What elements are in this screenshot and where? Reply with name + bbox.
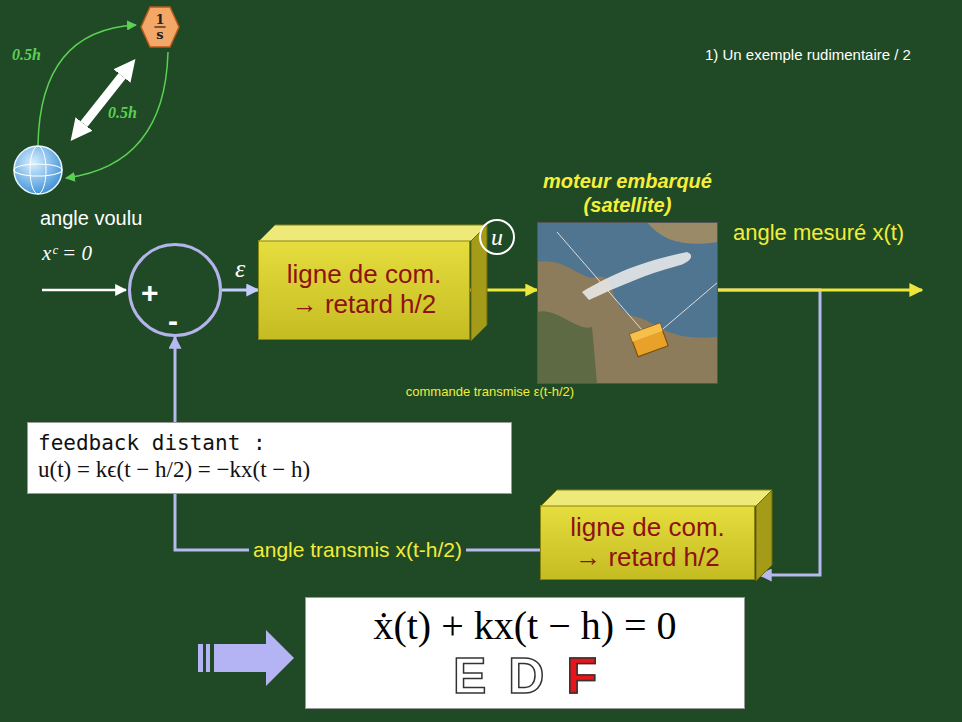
delay-value: 0.5h xyxy=(108,104,137,122)
sign-symbol: + xyxy=(141,278,159,308)
satellite-motor: moteur embarqué (satellite) xyxy=(537,222,718,384)
error-signal-line xyxy=(222,289,258,292)
delay-block: ligne de com. → retard h/2 xyxy=(258,240,470,340)
arrow-bar xyxy=(198,644,203,672)
satellite-body xyxy=(630,323,668,356)
satellite-box xyxy=(630,323,668,356)
block-heading: moteur embarqué (satellite) xyxy=(498,169,757,217)
edge-label: angle transmis x(t-h/2) xyxy=(249,537,466,562)
implication-arrow xyxy=(198,630,294,686)
output-arrow xyxy=(718,289,922,292)
signal-name: u xyxy=(491,225,503,249)
edge-label: ε xyxy=(231,256,249,282)
integrator-hexagon: 1 s xyxy=(140,6,180,48)
downlink-arc xyxy=(66,52,168,178)
signal-circle: u xyxy=(479,219,515,255)
box-top-face xyxy=(541,490,772,506)
earth-globe xyxy=(14,146,62,194)
summing-junction: +- xyxy=(128,243,222,337)
satellite-photo xyxy=(537,222,718,384)
equation-text: EDF xyxy=(431,649,619,704)
satellite-top xyxy=(630,323,663,341)
block-label: ligne de com. → retard h/2 xyxy=(280,260,448,320)
signal-name: angle mesuré x(t) xyxy=(733,220,904,246)
land-dark xyxy=(537,311,597,384)
formula-box: feedback distant :u(t) = kϵ(t − h/2) = −… xyxy=(27,422,512,494)
globe-equator xyxy=(14,164,62,176)
transfer-function: 1 s xyxy=(155,12,165,42)
signal-name: angle voulu xyxy=(40,207,142,230)
sea xyxy=(537,222,718,384)
formula-text: feedback distant : xyxy=(38,431,501,456)
slide-title: 1) Un exemple rudimentaire / 2 xyxy=(705,46,911,63)
globe-disc xyxy=(14,146,62,194)
land-far xyxy=(647,222,718,244)
signal-note: commande transmise ε(t-h/2) xyxy=(405,384,575,400)
tether xyxy=(557,232,642,330)
arrow-bar xyxy=(206,644,210,672)
setpoint-value: xᶜ = 0 xyxy=(42,241,92,266)
box-side-face xyxy=(756,490,772,581)
box-top-face xyxy=(259,225,487,241)
globe-meridian xyxy=(30,146,46,194)
equation-box: ẋ(t) + kx(t − h) = 0EDF xyxy=(305,597,745,709)
sign-symbol: - xyxy=(168,306,178,336)
hexagon-shape xyxy=(141,7,179,47)
input-arrow xyxy=(42,289,126,292)
smoke-plume xyxy=(582,252,691,300)
uplink-arc xyxy=(38,25,136,145)
formula-text: u(t) = kϵ(t − h/2) = −kx(t − h) xyxy=(38,456,501,485)
block-label: ligne de com. → retard h/2 xyxy=(564,513,732,573)
arrow-body xyxy=(214,630,294,686)
delay-block: ligne de com. → retard h/2 xyxy=(540,505,755,580)
equation-text: ẋ(t) + kx(t − h) = 0 xyxy=(373,603,676,649)
tether xyxy=(657,282,718,334)
delay-value: 0.5h xyxy=(12,46,41,64)
